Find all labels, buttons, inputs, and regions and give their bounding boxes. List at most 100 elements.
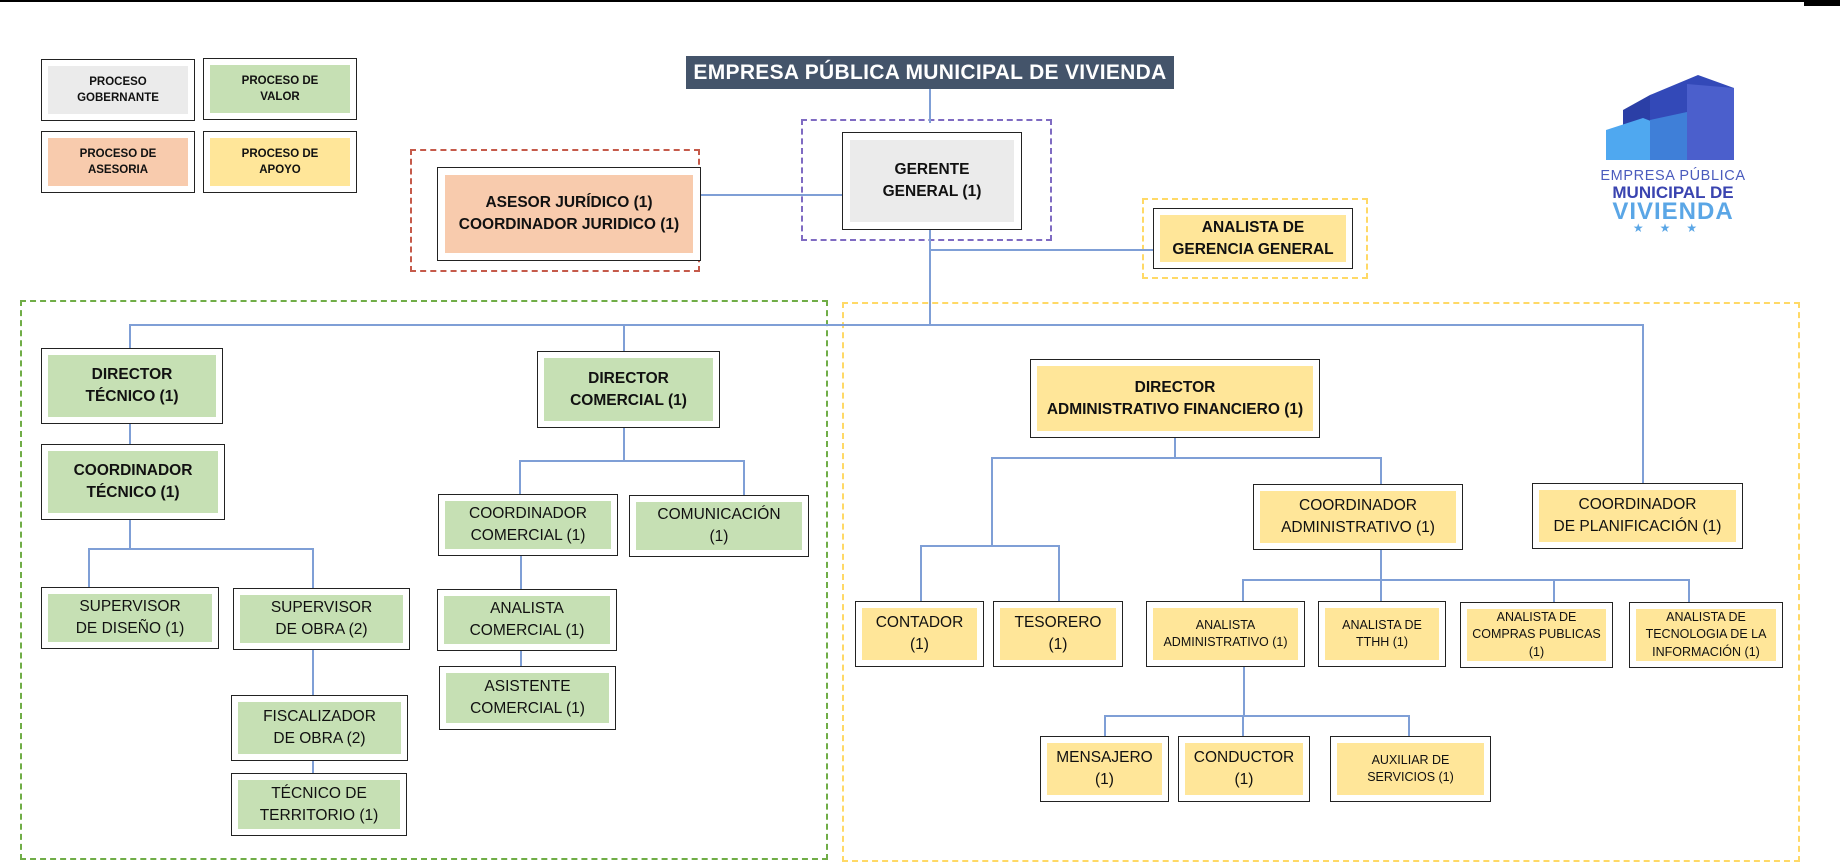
top-border (0, 0, 1840, 2)
node-asistente-comercial: ASISTENTE COMERCIAL (1) (439, 666, 616, 730)
analista-admin-line2: ADMINISTRATIVO (1) (1163, 635, 1288, 649)
node-director-comercial: DIRECTOR COMERCIAL (1) (537, 351, 720, 428)
fisc-obra-line2: DE OBRA (2) (273, 730, 366, 747)
gerente-line2: GENERAL (1) (882, 183, 982, 200)
sup-diseno-line1: SUPERVISOR (79, 598, 181, 616)
analista-admin-line1: ANALISTA (1195, 617, 1256, 632)
legend-gobernante: PROCESO GOBERNANTE (41, 59, 195, 121)
auxiliar-line2: SERVICIOS (1) (1367, 770, 1454, 784)
node-analista-tic: ANALISTA DE TECNOLOGIA DE LA INFORMACIÓN (… (1629, 602, 1783, 668)
analista-tthh-line1: ANALISTA DE (1342, 617, 1422, 632)
sup-obra-line1: SUPERVISOR (270, 599, 373, 617)
node-director-tecnico: DIRECTOR TÉCNICO (1) (41, 348, 223, 424)
analista-tthh-line2: TTHH (1) (1355, 635, 1409, 649)
top-border-corner (1804, 0, 1840, 6)
node-analista-tthh: ANALISTA DE TTHH (1) (1318, 601, 1446, 667)
analista-compras-line1: ANALISTA DE (1496, 609, 1577, 624)
legend-gobernante-line2: GOBERNANTE (77, 92, 159, 104)
dir-tecnico-line2: TÉCNICO (1) (85, 388, 179, 405)
node-director-administrativo: DIRECTOR ADMINISTRATIVO FINANCIERO (1) (1030, 359, 1320, 438)
node-coordinador-comercial: COORDINADOR COMERCIAL (1) (438, 494, 618, 556)
legend-valor-line1: PROCESO DE (241, 74, 319, 87)
fisc-obra-line1: FISCALIZADOR (263, 708, 376, 726)
company-logo: EMPRESA PÚBLICA MUNICIPAL DE VIVIENDA ★★… (1588, 70, 1758, 235)
legend-asesoria-line2: ASESORIA (87, 164, 149, 176)
node-analista-gerencia: ANALISTA DE GERENCIA GENERAL (1153, 208, 1353, 269)
node-coordinador-planificacion: COORDINADOR DE PLANIFICACIÓN (1) (1532, 483, 1743, 549)
node-contador: CONTADOR (1) (855, 601, 984, 667)
auxiliar-line1: AUXILIAR DE (1371, 752, 1450, 767)
coord-comercial-line2: COMERCIAL (1) (470, 527, 586, 544)
node-supervisor-obra: SUPERVISOR DE OBRA (2) (233, 588, 410, 650)
analista-compras-line3: (1) (1528, 644, 1545, 659)
analista-tic-line2: TECNOLOGIA DE LA (1645, 627, 1767, 642)
analista-comercial-line1: ANALISTA (490, 600, 564, 618)
coord-planif-line1: COORDINADOR (1578, 496, 1697, 514)
comunicacion-line2: (1) (709, 528, 729, 545)
asesor-line2: COORDINADOR JURIDICO (1) (458, 216, 680, 233)
gerente-line1: GERENTE (894, 161, 970, 179)
coord-tecnico-line2: TÉCNICO (1) (86, 484, 180, 501)
coord-tecnico-line1: COORDINADOR (73, 462, 193, 480)
contador-line2: (1) (910, 636, 929, 653)
legend-valor: PROCESO DE VALOR (203, 58, 357, 120)
asistente-comercial-line1: ASISTENTE (484, 678, 571, 696)
legend-gobernante-line1: PROCESO (89, 75, 147, 88)
node-fiscalizador-obra: FISCALIZADOR DE OBRA (2) (231, 695, 408, 761)
coord-admin-line1: COORDINADOR (1299, 497, 1417, 515)
asistente-comercial-line2: COMERCIAL (1) (470, 700, 585, 717)
node-conductor: CONDUCTOR (1) (1178, 736, 1310, 802)
sup-diseno-line2: DE DISEÑO (1) (75, 620, 185, 637)
sup-obra-line2: DE OBRA (2) (275, 621, 368, 638)
node-analista-compras: ANALISTA DE COMPRAS PUBLICAS (1) (1460, 602, 1613, 668)
building-logo-icon (1606, 75, 1734, 160)
conductor-line2: (1) (1234, 771, 1254, 788)
legend-apoyo-line1: PROCESO DE (241, 147, 319, 160)
node-supervisor-diseno: SUPERVISOR DE DISEÑO (1) (41, 587, 219, 649)
mensajero-line2: (1) (1095, 771, 1114, 788)
dir-comercial-line1: DIRECTOR (588, 369, 669, 387)
dir-admin-line1: DIRECTOR (1134, 378, 1216, 396)
node-mensajero: MENSAJERO (1) (1040, 736, 1169, 802)
analista-gerencia-line2: GERENCIA GENERAL (1172, 240, 1334, 258)
group-frame-gerencia-apoyo (1142, 198, 1368, 279)
conductor-line1: CONDUCTOR (1193, 749, 1295, 767)
diagram-title: EMPRESA PÚBLICA MUNICIPAL DE VIVIENDA (686, 56, 1174, 89)
tesorero-line2: (1) (1048, 636, 1068, 653)
coord-planif-line2: DE PLANIFICACIÓN (1) (1553, 518, 1722, 535)
analista-comercial-line2: COMERCIAL (1) (469, 622, 585, 639)
group-frame-gobernante (801, 119, 1052, 241)
node-analista-administrativo: ANALISTA ADMINISTRATIVO (1) (1146, 601, 1305, 667)
legend-valor-line2: VALOR (260, 91, 300, 103)
logo-text-line2: MUNICIPAL DE (1612, 183, 1734, 202)
analista-tic-line1: ANALISTA DE (1666, 609, 1746, 624)
node-auxiliar-servicios: AUXILIAR DE SERVICIOS (1) (1330, 736, 1491, 802)
logo-text-line3: VIVIENDA (1612, 198, 1734, 225)
node-tecnico-territorio: TÉCNICO DE TERRITORIO (1) (231, 773, 407, 836)
contador-line1: CONTADOR (875, 614, 964, 632)
dir-comercial-line2: COMERCIAL (1) (570, 391, 687, 409)
coord-comercial-line1: COORDINADOR (469, 505, 587, 523)
analista-gerencia-line1: ANALISTA DE (1201, 218, 1305, 236)
dir-tecnico-line1: DIRECTOR (91, 366, 173, 384)
analista-compras-line2: COMPRAS PUBLICAS (1472, 627, 1601, 642)
node-tesorero: TESORERO (1) (993, 601, 1123, 667)
logo-stars-icon: ★★★ (1632, 221, 1714, 235)
node-coordinador-tecnico: COORDINADOR TÉCNICO (1) (41, 444, 225, 520)
node-coordinador-administrativo: COORDINADOR ADMINISTRATIVO (1) (1253, 484, 1463, 550)
tec-territorio-line2: TERRITORIO (1) (259, 806, 379, 824)
tesorero-line1: TESORERO (1014, 614, 1102, 632)
node-comunicacion: COMUNICACIÓN (1) (629, 495, 809, 557)
dir-admin-line2: ADMINISTRATIVO FINANCIERO (1) (1046, 400, 1304, 418)
mensajero-line1: MENSAJERO (1056, 749, 1153, 767)
node-analista-comercial: ANALISTA COMERCIAL (1) (437, 589, 617, 651)
asesor-line1: ASESOR JURÍDICO (1) (485, 194, 653, 212)
analista-tic-line3: INFORMACIÓN (1) (1652, 644, 1760, 659)
coord-admin-line2: ADMINISTRATIVO (1) (1281, 519, 1435, 536)
comunicacion-line1: COMUNICACIÓN (657, 506, 781, 524)
tec-territorio-line1: TÉCNICO DE (271, 784, 367, 802)
logo-text-line1: EMPRESA PÚBLICA (1600, 168, 1746, 184)
